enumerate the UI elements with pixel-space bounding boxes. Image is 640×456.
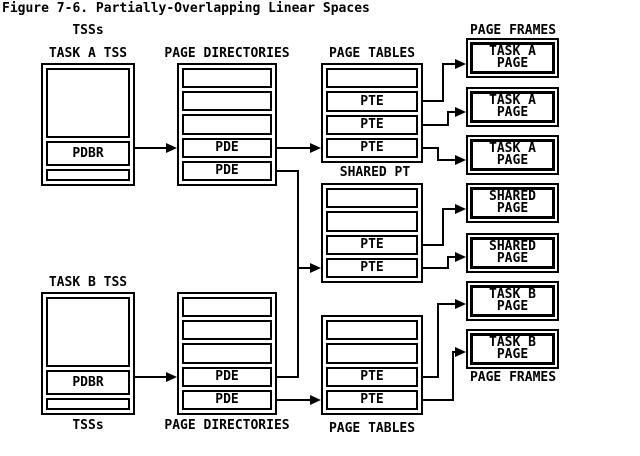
label-task-a-tss: TASK A TSS: [48, 46, 128, 61]
pt-a-pte-row: PTE: [326, 91, 418, 112]
wire-pte-s2-to-frame-5: [423, 256, 457, 269]
frame-label: TASK B: [489, 287, 536, 302]
pd-a-pde-row: PDE: [182, 137, 272, 158]
tss-b-pdbr-cell: PDBR: [46, 370, 130, 395]
tss-a-empty-cell: [46, 68, 130, 138]
page-directory-b-box: PDE PDE: [177, 292, 277, 415]
wire-pte-a3-to-frame-3: [423, 147, 457, 161]
label-page-frames-bottom: PAGE FRAMES: [469, 370, 557, 385]
pd-b-pde-row: PDE: [182, 366, 272, 387]
wire-pte-a2-to-frame-2: [423, 111, 457, 126]
page-directory-a-box: PDE PDE: [177, 63, 277, 186]
arrowhead-into-shared-pt: [310, 263, 321, 273]
arrowhead-into-frame-7: [455, 347, 466, 357]
task-a-tss-box: PDBR: [41, 63, 135, 186]
frame-label: PAGE: [496, 251, 529, 266]
frame-label: SHARED: [489, 189, 536, 204]
pd-b-row: [182, 343, 272, 364]
page-table-a-box: PTE PTE PTE: [321, 63, 423, 163]
pt-b-row: [326, 343, 418, 364]
arrowhead-into-frame-5: [455, 252, 466, 262]
pt-shared-row: [326, 211, 418, 232]
frame-label: TASK A: [489, 44, 536, 59]
pd-a-row: [182, 114, 272, 135]
frame-label: SHARED: [489, 239, 536, 254]
pt-b-pte-row: PTE: [326, 366, 418, 387]
frame-label: TASK B: [489, 335, 536, 350]
tss-a-empty-cell: [46, 169, 130, 181]
pd-b-row: [182, 297, 272, 318]
frame-label: TASK A: [489, 141, 536, 156]
arrowhead-into-pd-b: [166, 372, 177, 382]
pd-a-row: [182, 68, 272, 89]
pt-b-pte-row: PTE: [326, 389, 418, 410]
tss-a-pdbr-cell: PDBR: [46, 141, 130, 166]
task-b-tss-box: PDBR: [41, 292, 135, 415]
pt-a-row: [326, 68, 418, 89]
page-table-b-box: PTE PTE: [321, 315, 423, 415]
pt-shared-pte-row: PTE: [326, 257, 418, 278]
label-page-directories-top: PAGE DIRECTORIES: [164, 46, 290, 61]
label-page-tables-bottom: PAGE TABLES: [328, 421, 416, 436]
pt-a-pte-row: PTE: [326, 114, 418, 135]
shared-page-table-box: PTE PTE: [321, 183, 423, 283]
frame-label: PAGE: [496, 153, 529, 168]
label-task-b-tss: TASK B TSS: [48, 275, 128, 290]
arrowhead-into-pt-a: [310, 143, 321, 153]
label-page-tables-top: PAGE TABLES: [328, 46, 416, 61]
frame-label: PAGE: [496, 201, 529, 216]
frame-label: TASK A: [489, 93, 536, 108]
arrowhead-into-frame-6: [455, 299, 466, 309]
arrowhead-into-frame-2: [455, 107, 466, 117]
arrowhead-into-pd-a: [166, 143, 177, 153]
pd-a-row: [182, 91, 272, 112]
pt-b-row: [326, 320, 418, 341]
pd-b-row: [182, 320, 272, 341]
frame-label: PAGE: [496, 347, 529, 362]
tss-b-empty-cell: [46, 398, 130, 410]
frame-label: PAGE: [496, 299, 529, 314]
tss-b-empty-cell: [46, 297, 130, 367]
wire-pte-a1-to-frame-1: [423, 63, 457, 102]
arrowhead-into-frame-1: [455, 59, 466, 69]
pd-a-pde-row: PDE: [182, 160, 272, 182]
wire-pte-s1-to-frame-4: [423, 208, 457, 246]
pt-shared-row: [326, 188, 418, 209]
figure-title: Figure 7-6. Partially-Overlapping Linear…: [2, 1, 370, 16]
wire-pte-b1-to-frame-6: [423, 303, 457, 378]
arrowhead-into-frame-3: [455, 155, 466, 165]
frame-label: PAGE: [496, 56, 529, 71]
pt-shared-pte-row: PTE: [326, 234, 418, 255]
arrowhead-into-frame-4: [455, 204, 466, 214]
wire-shared-pt-bus: [277, 170, 299, 378]
pd-b-pde-row: PDE: [182, 389, 272, 411]
label-shared-pt: SHARED PT: [339, 165, 411, 180]
arrowhead-into-pt-b: [310, 395, 321, 405]
pt-a-pte-row: PTE: [326, 137, 418, 158]
label-tsss-bottom: TSSs: [72, 418, 104, 433]
label-tsss-top: TSSs: [72, 23, 104, 38]
label-page-frames-top: PAGE FRAMES: [469, 23, 557, 38]
frame-label: PAGE: [496, 105, 529, 120]
label-page-directories-bottom: PAGE DIRECTORIES: [164, 418, 290, 433]
